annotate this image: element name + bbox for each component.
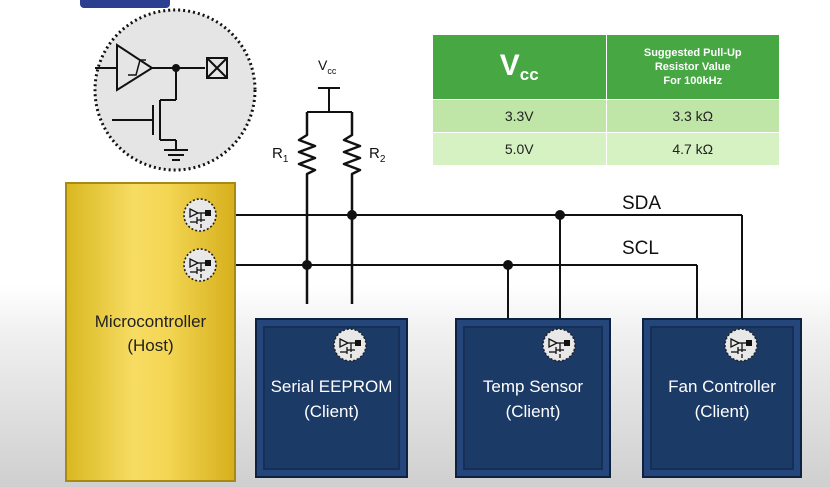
table-row: 5.0V 4.7 kΩ [432,132,780,166]
client-name: Serial EEPROM [270,377,393,396]
table-cell-vcc: 3.3V [432,99,607,133]
client-role: (Client) [505,402,561,421]
resistor-r1 [297,112,317,304]
open-drain-inset [93,8,257,172]
r1-label: R1 [272,145,289,165]
sda-bus [217,210,743,318]
resistor-r2 [342,112,362,304]
r2-label: R2 [369,145,386,165]
table-header-resistor: Suggested Pull-Up Resistor Value For 100… [605,34,780,100]
client-name: Fan Controller [668,377,776,396]
microcontroller-host-block: Microcontroller (Host) [65,182,236,482]
host-name: Microcontroller [94,312,207,331]
serial-eeprom-block: Serial EEPROM (Client) [255,318,408,478]
temp-sensor-block: Temp Sensor (Client) [455,318,611,478]
table-cell-vcc: 5.0V [432,132,607,166]
pullup-value-table: Vcc Suggested Pull-Up Resistor Value For… [432,34,780,166]
vcc-label: Vcc [318,57,337,76]
host-role: (Host) [127,336,174,355]
title-fragment [80,0,170,8]
client-name: Temp Sensor [482,377,584,396]
scl-bus [217,260,698,318]
table-header-vcc: Vcc [432,34,607,100]
fan-controller-block: Fan Controller (Client) [642,318,802,478]
client-role: (Client) [304,402,359,421]
table-row: 3.3V 3.3 kΩ [432,99,780,133]
table-cell-resistor: 3.3 kΩ [605,99,780,133]
table-cell-resistor: 4.7 kΩ [605,132,780,166]
scl-label: SCL [622,238,659,259]
vcc-supply [307,87,352,113]
sda-label: SDA [622,193,662,214]
client-role: (Client) [694,402,750,421]
